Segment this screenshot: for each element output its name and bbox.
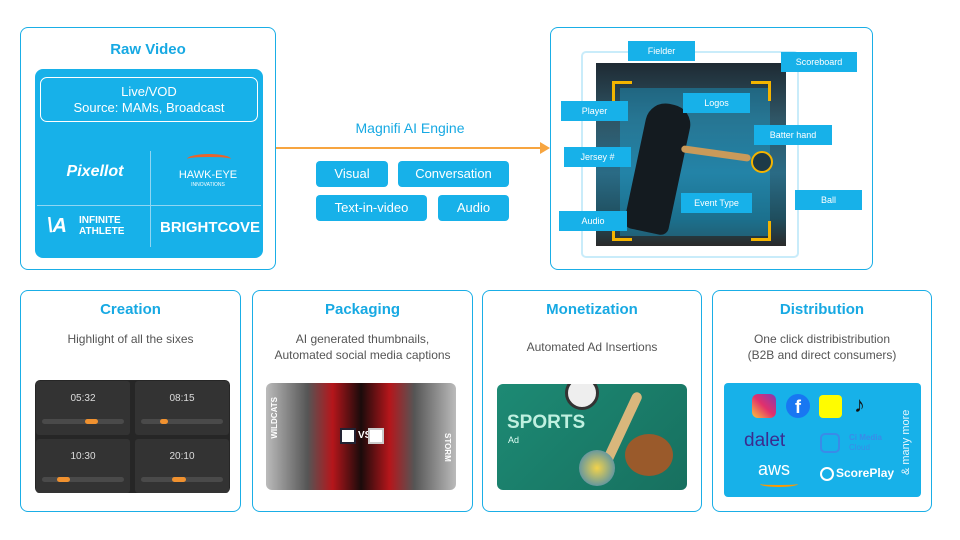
left-team-name: WILDCATS — [270, 397, 279, 439]
tag-text-in-video: Text-in-video — [316, 195, 427, 221]
brightcove-logo: BRIGHTCOVE — [160, 219, 261, 236]
hawkeye-bird-icon — [187, 154, 231, 164]
clip-timeline[interactable] — [42, 419, 124, 424]
dalet-logo: dalet — [744, 430, 786, 451]
clip-marker — [159, 419, 168, 424]
ad-title: SPORTS — [507, 412, 586, 433]
hawkeye-logo: HAWK-EYE — [178, 169, 238, 181]
source-type: Live/VOD — [121, 84, 177, 99]
creation-title: Creation — [100, 301, 161, 318]
scoreplay-icon — [820, 467, 834, 481]
source-box: Live/VOD Source: MAMs, Broadcast — [40, 77, 258, 122]
divider-h — [37, 205, 261, 206]
tag-audio: Audio — [438, 195, 509, 221]
aws-smile — [760, 481, 798, 487]
facebook-icon: f — [786, 394, 810, 418]
clip-time: 08:15 — [169, 393, 195, 404]
clip-timeline[interactable] — [141, 477, 223, 482]
label-player: Player — [561, 101, 628, 121]
label-jersey: Jersey # — [564, 147, 631, 167]
volleyball-icon — [579, 450, 615, 486]
arrow-head-icon — [540, 142, 550, 154]
snapchat-icon — [819, 395, 842, 418]
clip-marker — [85, 419, 99, 424]
creation-desc: Highlight of all the sixes — [67, 332, 194, 346]
athlete-text: ATHLETE — [79, 226, 125, 237]
flow-arrow — [276, 147, 542, 149]
raw-video-title: Raw Video — [110, 41, 186, 58]
packaging-title: Packaging — [324, 301, 401, 318]
aws-logo: aws — [758, 459, 791, 479]
clip-time: 05:32 — [70, 393, 96, 404]
many-more-label: & many more — [900, 409, 912, 476]
sources-panel: Live/VOD Source: MAMs, Broadcast Pixello… — [35, 69, 263, 258]
ball-icon — [751, 151, 773, 173]
clip-tile[interactable]: 08:15 — [135, 381, 229, 435]
clip-tile[interactable]: 20:10 — [135, 439, 229, 493]
source-list: Source: MAMs, Broadcast — [73, 100, 225, 115]
right-team-name: STORM — [443, 433, 452, 462]
infinite-athlete-icon: \A — [47, 215, 67, 237]
tag-visual: Visual — [316, 161, 388, 187]
raw-video-card: Raw Video Live/VOD Source: MAMs, Broadca… — [20, 27, 276, 270]
hawkeye-sub: INNOVATIONS — [191, 182, 225, 188]
soccer-ball-icon — [565, 384, 599, 410]
monetization-card: Monetization Automated Ad Insertions SPO… — [482, 290, 702, 512]
label-event-type: Event Type — [681, 193, 752, 213]
label-fielder: Fielder — [628, 41, 695, 61]
monetization-title: Monetization — [546, 301, 638, 318]
scoreplay-logo: ScorePlay — [836, 466, 895, 480]
label-batter-hand: Batter hand — [754, 125, 832, 145]
tiktok-icon: ♪ — [854, 392, 865, 417]
corner-tl — [612, 81, 632, 101]
ci-cloud-text: Cloud — [849, 443, 870, 452]
distribution-desc-1: One click distribistribution — [753, 332, 891, 346]
packaging-desc-1: AI generated thumbnails, — [295, 332, 430, 346]
tag-conversation: Conversation — [398, 161, 509, 187]
label-ball: Ball — [795, 190, 862, 210]
corner-tr — [751, 81, 771, 101]
clip-time: 10:30 — [70, 451, 96, 462]
ci-media-icon — [820, 433, 840, 453]
instagram-icon — [752, 394, 776, 418]
corner-bl — [612, 221, 632, 241]
right-team-logo — [368, 428, 384, 444]
detection-card: Fielder Scoreboard Player Logos Batter h… — [550, 27, 873, 270]
infinite-text: INFINITE — [79, 215, 121, 226]
football-icon — [625, 434, 673, 476]
distribution-card: Distribution One click distribistributio… — [712, 290, 932, 512]
ad-image: SPORTS Ad — [497, 384, 687, 490]
clip-tile[interactable]: 05:32 — [36, 381, 130, 435]
engine-title: Magnifi AI Engine — [355, 120, 465, 136]
vs-label: VS — [358, 430, 372, 441]
distribution-title: Distribution — [779, 301, 865, 318]
clip-marker — [172, 477, 187, 482]
label-logos: Logos — [683, 93, 750, 113]
ad-subtitle: Ad — [508, 435, 520, 445]
clip-timeline[interactable] — [141, 419, 223, 424]
packaging-card: Packaging AI generated thumbnails, Autom… — [252, 290, 473, 512]
pixellot-logo: Pixellot — [66, 163, 124, 180]
creation-card: Creation Highlight of all the sixes 05:3… — [20, 290, 241, 512]
monetization-desc: Automated Ad Insertions — [526, 340, 658, 354]
label-audio: Audio — [559, 211, 627, 231]
thumbnail-image: WILDCATS VS STORM — [266, 383, 456, 490]
label-scoreboard: Scoreboard — [781, 52, 857, 72]
clip-tile[interactable]: 10:30 — [36, 439, 130, 493]
divider-v — [150, 151, 151, 247]
clip-timeline[interactable] — [42, 477, 124, 482]
left-team-logo — [340, 428, 356, 444]
packaging-desc-2: Automated social media captions — [274, 348, 451, 362]
clip-marker — [56, 477, 70, 482]
ci-media-text: Ci Media — [849, 433, 882, 442]
distribution-desc-2: (B2B and direct consumers) — [747, 348, 897, 362]
clips-grid: 05:32 08:15 10:30 20:10 — [35, 380, 230, 493]
clip-time: 20:10 — [169, 451, 195, 462]
corner-br — [751, 221, 771, 241]
